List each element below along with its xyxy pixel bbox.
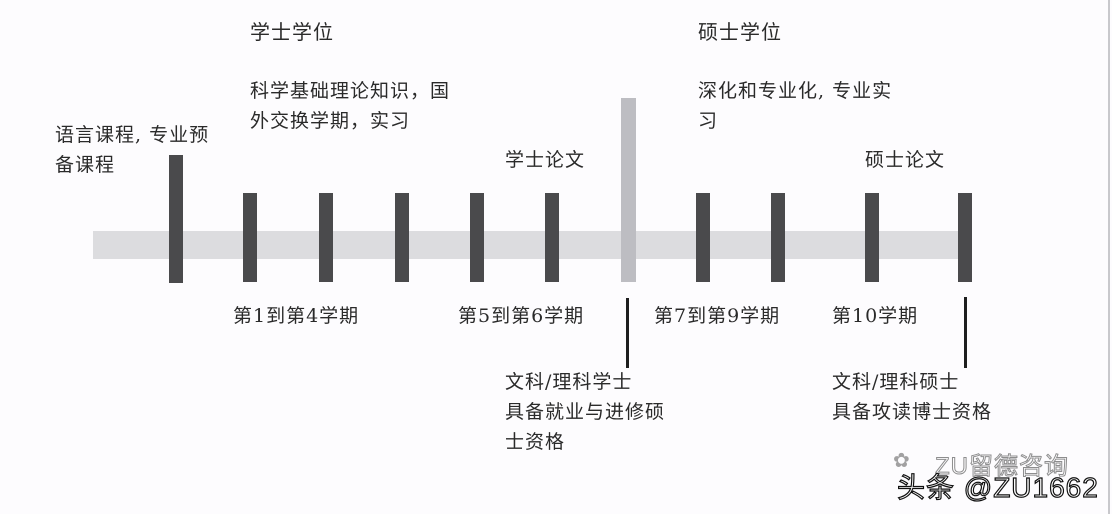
master-title: 硕士学位 — [698, 20, 782, 44]
master-thesis-label: 硕士论文 — [865, 149, 946, 171]
bachelor-outcome-leader — [626, 298, 629, 368]
bachelor-master-divider — [621, 98, 636, 282]
timeline-tick-semester-2 — [319, 193, 333, 282]
bachelor-outcome: 文科/理科学士 具备就业与进修硕 士资格 — [505, 371, 666, 453]
timeline-tick-semester-9 — [865, 193, 879, 282]
master-outcome-leader — [964, 297, 967, 368]
right-border — [1108, 0, 1110, 514]
semesters-1-4-label: 第1到第4学期 — [233, 305, 360, 327]
prep-courses-label: 语言课程, 专业预 备课程 — [55, 124, 210, 176]
timeline-band — [93, 231, 960, 259]
master-outcome: 文科/理科硕士 具备攻读博士资格 — [832, 371, 993, 423]
master-content: 深化和专业化, 专业实 习 — [698, 80, 893, 132]
semesters-7-9-label: 第7到第9学期 — [654, 305, 781, 327]
semester-10-label: 第10学期 — [832, 305, 919, 327]
timeline-tick-semester-7 — [696, 193, 710, 282]
timeline-tick-prep — [169, 155, 183, 283]
timeline-tick-semester-4 — [470, 193, 484, 282]
bachelor-title: 学士学位 — [250, 20, 334, 44]
timeline-tick-semester-1 — [243, 193, 257, 282]
watermark-text: 头条 @ZU1662 — [896, 471, 1099, 503]
timeline-tick-semester-3 — [395, 193, 409, 282]
timeline-tick-semester-5 — [545, 193, 559, 282]
semesters-5-6-label: 第5到第6学期 — [458, 305, 585, 327]
timeline-tick-semester-10 — [958, 193, 972, 282]
bachelor-thesis-label: 学士论文 — [505, 149, 586, 171]
wechat-icon: ✿ — [893, 448, 910, 472]
timeline-tick-semester-8 — [771, 193, 785, 282]
bachelor-content: 科学基础理论知识，国 外交换学期，实习 — [250, 80, 451, 132]
watermark-background-text: ZU留德咨询 — [935, 453, 1069, 481]
